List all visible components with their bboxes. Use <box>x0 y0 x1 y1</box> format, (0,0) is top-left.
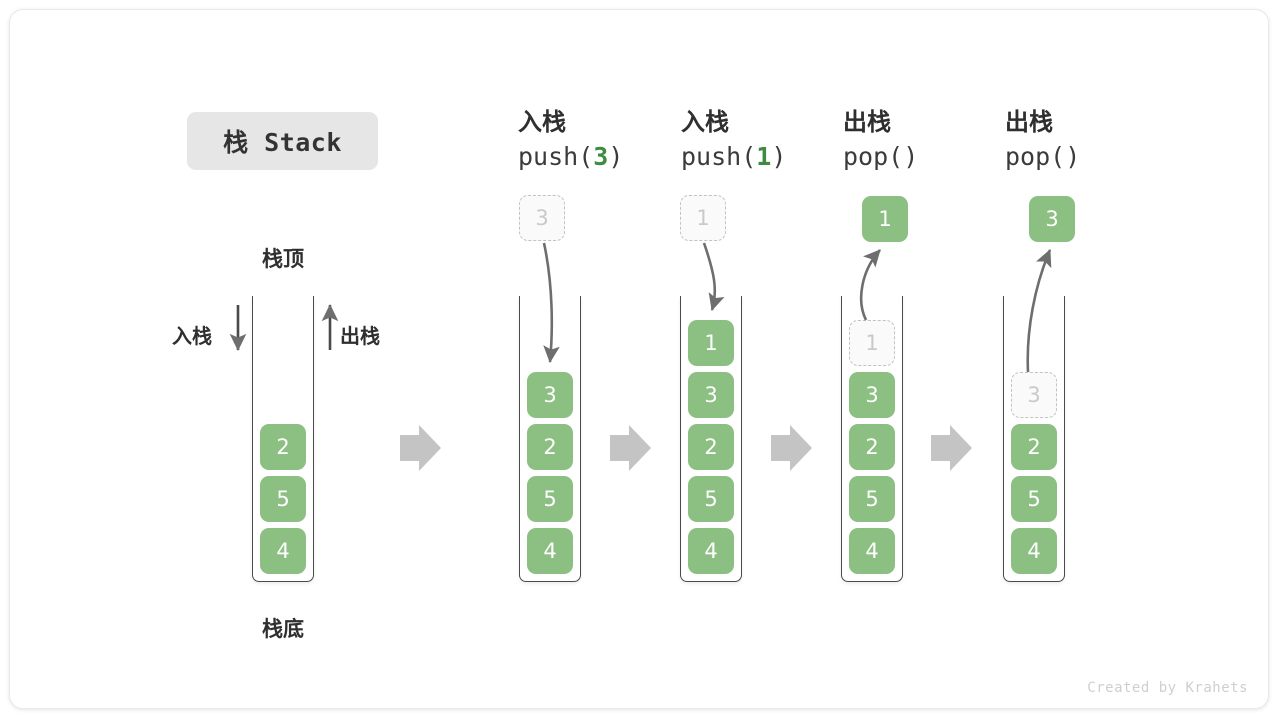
footer-credit: Created by Krahets <box>1087 680 1248 696</box>
stack-cell: 2 <box>260 424 306 470</box>
op-code-prefix: push( <box>518 142 594 171</box>
pop-side-label: 出栈 <box>340 324 380 348</box>
stack-container-push-3 <box>519 296 581 582</box>
stack-cell: 1 <box>688 320 734 366</box>
op-label-cn: 入栈 <box>681 108 729 136</box>
stack-cell: 3 <box>527 372 573 418</box>
stack-cell: 2 <box>688 424 734 470</box>
stack-cell: 5 <box>688 476 734 522</box>
title-badge: 栈 Stack <box>187 112 378 170</box>
op-label-cn: 出栈 <box>843 108 891 136</box>
stack-cell: 4 <box>260 528 306 574</box>
op-code-arg: 1 <box>756 142 772 171</box>
stack-bottom-label: 栈底 <box>262 617 304 641</box>
stack-cell: 5 <box>849 476 895 522</box>
stack-cell-ghost: 3 <box>1011 372 1057 418</box>
op-code-prefix: pop( <box>1005 142 1066 171</box>
op-label-push-1: 入栈 push(1) <box>681 105 861 175</box>
popped-element: 1 <box>862 196 908 242</box>
push-side-label: 入栈 <box>172 324 212 348</box>
stack-cell: 5 <box>1011 476 1057 522</box>
stack-cell: 3 <box>688 372 734 418</box>
op-code-prefix: push( <box>681 142 757 171</box>
op-label-code: push(3) <box>518 139 698 175</box>
op-label-code: pop() <box>1005 139 1185 175</box>
stack-top-label: 栈顶 <box>262 247 304 271</box>
stack-cell: 5 <box>260 476 306 522</box>
op-label-code: push(1) <box>681 139 861 175</box>
stack-cell: 2 <box>1011 424 1057 470</box>
stack-container-pop-3 <box>1003 296 1065 582</box>
op-code-prefix: pop( <box>843 142 904 171</box>
op-label-code: pop() <box>843 139 1023 175</box>
floating-element-ghost: 1 <box>680 195 726 241</box>
stack-cell: 3 <box>849 372 895 418</box>
stack-cell: 5 <box>527 476 573 522</box>
stack-cell: 2 <box>527 424 573 470</box>
op-code-suffix: ) <box>1065 142 1081 171</box>
op-label-pop-3: 出栈 pop() <box>1005 105 1185 175</box>
stack-cell: 4 <box>1011 528 1057 574</box>
op-code-suffix: ) <box>608 142 624 171</box>
stack-container-initial <box>252 296 314 582</box>
op-label-push-3: 入栈 push(3) <box>518 105 698 175</box>
op-label-cn: 出栈 <box>1005 108 1053 136</box>
op-label-pop-1: 出栈 pop() <box>843 105 1023 175</box>
popped-element: 3 <box>1029 196 1075 242</box>
op-code-suffix: ) <box>771 142 787 171</box>
stack-cell: 2 <box>849 424 895 470</box>
stack-cell: 4 <box>688 528 734 574</box>
op-code-suffix: ) <box>903 142 919 171</box>
stack-cell: 4 <box>849 528 895 574</box>
stack-cell-ghost: 1 <box>849 320 895 366</box>
stack-cell: 4 <box>527 528 573 574</box>
op-label-cn: 入栈 <box>518 108 566 136</box>
floating-element-ghost: 3 <box>519 195 565 241</box>
stack-container-push-1 <box>680 296 742 582</box>
op-code-arg: 3 <box>593 142 609 171</box>
stack-container-pop-1 <box>841 296 903 582</box>
